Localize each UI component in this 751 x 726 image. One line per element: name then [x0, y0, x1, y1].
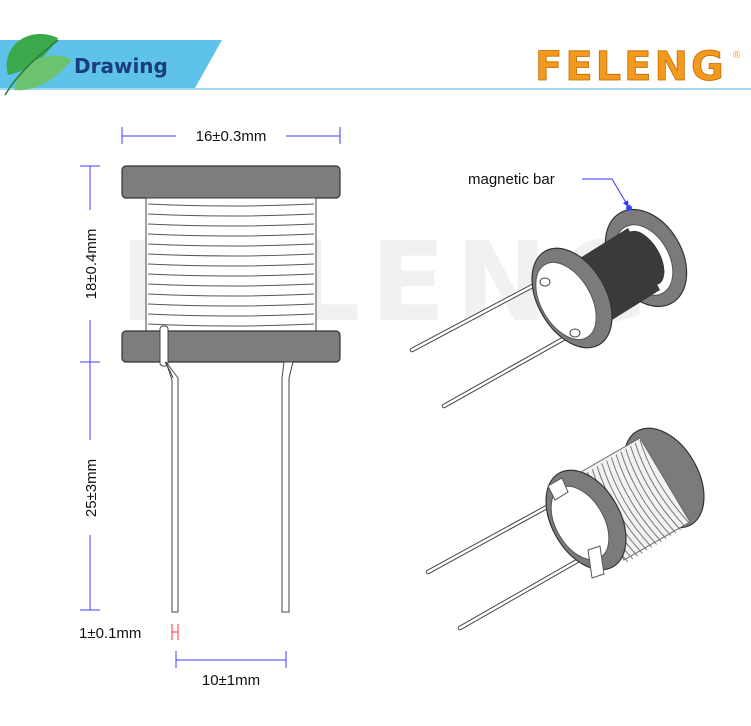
left-lead	[165, 361, 179, 613]
winding-turn	[147, 303, 315, 307]
winding-turn	[147, 283, 315, 287]
winding-turn	[147, 203, 315, 207]
dimension-lead-diameter: 1±0.1mm	[79, 624, 179, 642]
lead-diameter-label: 1±0.1mm	[79, 625, 141, 642]
winding-turn	[147, 263, 315, 267]
header-banner: Drawing FELENG ®	[0, 33, 751, 96]
right-lead	[281, 361, 294, 613]
winding-turn	[147, 313, 315, 317]
iso-winding-turn	[615, 454, 667, 539]
iso-winding-turn	[606, 460, 657, 545]
iso-winding-turn	[625, 448, 677, 534]
winding-turn	[147, 293, 315, 297]
iso-winding-turn	[639, 439, 691, 525]
iso-bobbin-core	[409, 208, 688, 409]
winding-turn	[147, 233, 315, 237]
registered-mark: ®	[733, 50, 741, 61]
page-title: Drawing	[74, 54, 168, 78]
winding-turn	[147, 223, 315, 227]
body-height-label: 18±0.4mm	[83, 229, 100, 300]
magnetic-bar-callout: magnetic bar	[468, 171, 632, 211]
front-view	[121, 165, 341, 613]
winding-turn	[147, 273, 315, 277]
iso-winding-turn	[629, 445, 681, 531]
winding-turn	[147, 213, 315, 217]
dimension-body-height: 18±0.4mm	[80, 165, 100, 363]
wire-lead-start	[159, 325, 169, 367]
brand-name: FELENG	[535, 44, 727, 90]
width-label: 16±0.3mm	[196, 128, 267, 145]
winding-turn	[147, 243, 315, 247]
lead-spacing-label: 10±1mm	[202, 672, 260, 689]
winding-turn	[147, 253, 315, 257]
winding-lines	[147, 203, 315, 327]
iso-winding-turn	[634, 442, 686, 528]
iso-winding-turn	[620, 451, 672, 537]
lead-length-label: 25±3mm	[83, 459, 100, 517]
brand-logo: FELENG ®	[535, 44, 741, 91]
iso-winding-turn	[601, 463, 653, 548]
winding-turn	[147, 323, 315, 327]
top-flange	[121, 165, 341, 199]
iso-winding-turn	[610, 457, 662, 542]
magnetic-bar-label: magnetic bar	[468, 171, 555, 188]
iso-wound-inductor	[425, 427, 705, 631]
dimension-width: 16±0.3mm	[121, 127, 341, 145]
leaf-icon	[4, 33, 72, 96]
dimension-lead-spacing: 10±1mm	[175, 651, 287, 689]
header-rule	[0, 88, 751, 90]
bottom-flange	[121, 330, 341, 363]
dimension-lead-length: 25±3mm	[80, 362, 100, 611]
